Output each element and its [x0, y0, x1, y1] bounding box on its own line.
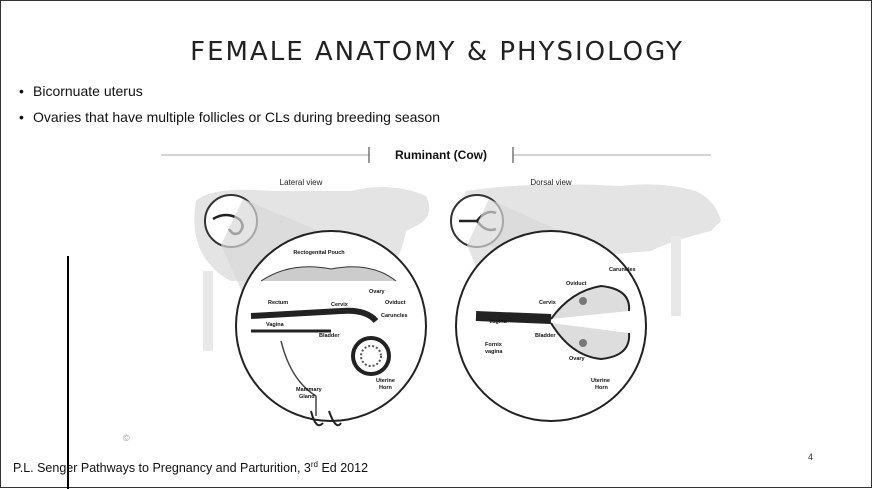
- bullet-list: •Bicornuate uterus •Ovaries that have mu…: [19, 83, 440, 135]
- bullet-item: •Ovaries that have multiple follicles or…: [19, 109, 440, 125]
- svg-text:Bladder: Bladder: [319, 333, 340, 339]
- citation-footnote: P.L. Senger Pathways to Pregnancy and Pa…: [13, 460, 368, 475]
- figure-header: Ruminant (Cow): [395, 148, 487, 162]
- anatomy-illustration: Ruminant (Cow) Lateral view Dorsal view: [151, 141, 731, 441]
- bullet-item: •Bicornuate uterus: [19, 83, 440, 99]
- slide-title: FEMALE ANATOMY & PHYSIOLOGY: [1, 37, 872, 67]
- svg-text:Oviduct: Oviduct: [566, 281, 587, 287]
- svg-text:Vagina: Vagina: [489, 319, 508, 325]
- bullet-text: Bicornuate uterus: [33, 83, 143, 99]
- citation-superscript: rd: [311, 460, 318, 469]
- svg-text:Uterine: Uterine: [591, 378, 610, 384]
- svg-text:Horn: Horn: [595, 385, 608, 391]
- svg-text:Horn: Horn: [379, 385, 392, 391]
- citation-suffix: Ed 2012: [318, 461, 368, 475]
- bullet-icon: •: [19, 109, 33, 125]
- svg-text:Ovary: Ovary: [569, 356, 586, 362]
- bullet-text: Ovaries that have multiple follicles or …: [33, 109, 440, 125]
- svg-text:Vagina: Vagina: [266, 322, 285, 328]
- svg-text:Uterine: Uterine: [376, 378, 395, 384]
- copyright-mark: ©: [123, 433, 130, 443]
- dorsal-view-label: Dorsal view: [530, 178, 572, 187]
- svg-text:Bladder: Bladder: [535, 333, 556, 339]
- vertical-cursor-line: [67, 256, 69, 489]
- lateral-view-label: Lateral view: [280, 178, 323, 187]
- citation-text: P.L. Senger Pathways to Pregnancy and Pa…: [13, 461, 311, 475]
- page-number: 4: [808, 452, 813, 462]
- anatomy-figure: Ruminant (Cow) Lateral view Dorsal view: [151, 141, 731, 441]
- svg-text:Fornix: Fornix: [485, 342, 503, 348]
- bullet-icon: •: [19, 83, 33, 99]
- svg-text:Ovary: Ovary: [369, 289, 386, 295]
- svg-text:Cervix: Cervix: [539, 300, 557, 306]
- svg-text:Rectum: Rectum: [268, 300, 288, 306]
- svg-text:Mammary: Mammary: [296, 387, 323, 393]
- svg-text:Oviduct: Oviduct: [385, 300, 406, 306]
- lateral-detail-circle: [236, 231, 426, 421]
- svg-text:Gland: Gland: [299, 394, 315, 400]
- svg-text:vagina: vagina: [485, 349, 503, 355]
- svg-text:Caruncles: Caruncles: [381, 313, 408, 319]
- svg-text:Cervix: Cervix: [331, 302, 349, 308]
- dorsal-detail-circle: [456, 231, 646, 421]
- svg-text:Rectogenital Pouch: Rectogenital Pouch: [293, 250, 345, 256]
- svg-text:Caruncles: Caruncles: [609, 267, 636, 273]
